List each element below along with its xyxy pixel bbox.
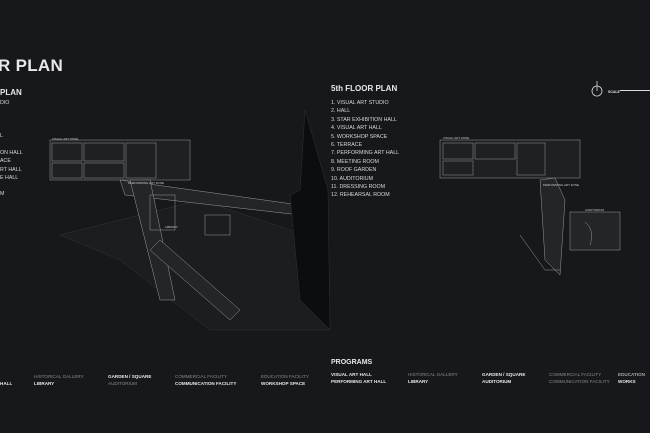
list-item: 7. PERFORMING ART HALL <box>331 150 400 157</box>
zone-label: VISUAL ART ZONE <box>52 137 79 141</box>
zone-label: PERFORMING ART ZONE <box>543 183 580 187</box>
left-floor-plan <box>49 139 331 331</box>
list-item: E HALL <box>0 175 19 182</box>
page-title: R PLAN <box>0 56 64 75</box>
scale-label: SCALE <box>608 90 620 94</box>
list-item: 11. DRESSING ROOM <box>331 184 386 191</box>
list-item: DIO <box>0 100 10 106</box>
left-program-0: HALL <box>0 381 13 386</box>
left-room-list: DIO L ON HALL ACE RT HALL E HALL M <box>0 99 23 199</box>
right-room-list: 1. VISUAL ART STUDIO 2. HALL 3. STAR EXH… <box>331 99 399 200</box>
room-label: AUDITORIUM <box>585 208 604 212</box>
left-plan-subtitle: PLAN <box>0 88 22 97</box>
list-item: 4. VISUAL ART HALL <box>331 125 382 132</box>
list-item: RT HALL <box>0 166 22 173</box>
list-item: 8. MEETING ROOM <box>331 158 379 165</box>
list-item: 12. REHEARSAL ROOM <box>331 192 390 199</box>
list-item: 10. AUDITORIUM <box>331 175 373 182</box>
list-item: L <box>0 133 3 140</box>
list-item: 3. STAR EXHIBITION HALL <box>331 116 397 123</box>
list-item: 5. WORKSHOP SPACE <box>331 133 388 140</box>
right-floor-plan <box>439 139 621 276</box>
room-label: LIBRARY <box>165 225 178 229</box>
central-tower <box>289 109 331 331</box>
list-item: 9. ROOF GARDEN <box>331 167 377 174</box>
list-item: 2. HALL <box>331 108 351 115</box>
scale-bar <box>620 90 650 95</box>
list-item: M <box>0 191 5 198</box>
list-item: 6. TERRACE <box>331 142 363 149</box>
zone-label: VISUAL ART ZONE <box>443 136 470 140</box>
programs-title: PROGRAMS <box>331 359 373 366</box>
zone-label: PERFORMING ART ZONE <box>128 181 164 185</box>
list-item: 1. VISUAL ART STUDIO <box>331 100 389 106</box>
list-item: ACE <box>0 158 11 165</box>
list-item: ON HALL <box>0 149 23 156</box>
north-arrow-icon <box>590 80 604 103</box>
right-plan-subtitle: 5th FLOOR PLAN <box>331 84 398 93</box>
